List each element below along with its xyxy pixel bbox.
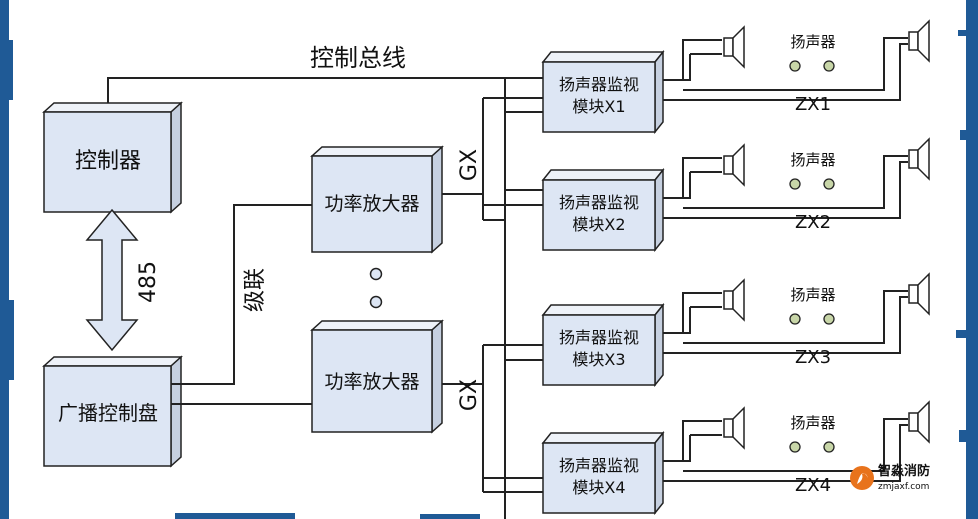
indicator-dot-2b [823,178,835,190]
broadcast-panel-label: 广播控制盘 [58,401,158,425]
speaker-left-4-icon [723,406,745,450]
speaker-label-4: 扬声器 [790,414,835,432]
speaker-left-2-icon [723,143,745,187]
speaker-label-1: 扬声器 [790,33,835,51]
zone-wiring-1 [663,37,908,101]
zone-label-1: ZX1 [795,94,831,115]
speaker-right-1-icon [908,19,930,63]
zone-label-3: ZX3 [795,347,831,368]
module-x2-id: 模块X2 [572,215,625,234]
link-485-label: 485 [136,261,161,303]
broadcast-control-panel-box: 广播控制盘 [42,355,183,468]
amplifier-box-2: 功率放大器 [310,319,444,434]
module-x2-title: 扬声器监视 [559,193,639,212]
modules-layer: 扬声器监视模块X1扬声器ZX1扬声器监视模块X2扬声器ZX2扬声器监视模块X3扬… [541,19,930,516]
ellipsis-dot-2 [369,295,383,309]
indicator-dot-3a [789,313,801,325]
zone-wiring-4 [663,418,908,482]
controller-box: 控制器 [42,101,183,214]
module-x3-title: 扬声器监视 [559,328,639,347]
amplifier-1-label: 功率放大器 [324,193,419,215]
zone-label-4: ZX4 [795,475,831,496]
zone-wiring-3 [663,290,908,354]
zone-label-2: ZX2 [795,212,831,233]
indicator-dot-4b [823,441,835,453]
module-x1-title: 扬声器监视 [559,75,639,94]
watermark-url: zmjaxf.com [878,482,929,492]
speaker-left-1-icon [723,25,745,69]
watermark-name: 智淼消防 [878,463,930,479]
cascade-label: 级联 [243,268,268,312]
ellipsis-dot-1 [369,267,383,281]
control-bus [107,77,543,112]
watermark-logo: 智淼消防 zmjaxf.com [850,463,930,492]
zone-wiring-2 [663,155,908,219]
cascade-wiring [171,204,312,405]
link-485-arrow [85,208,139,352]
speaker-right-4-icon [908,400,930,444]
gx-label-2: GX [457,379,482,411]
indicator-dot-2a [789,178,801,190]
speaker-right-2-icon [908,137,930,181]
indicator-dot-3b [823,313,835,325]
indicator-dot-4a [789,441,801,453]
speaker-left-3-icon [723,278,745,322]
module-x4-id: 模块X4 [572,478,625,497]
indicator-dot-1b [823,60,835,72]
amplifier-box-1: 功率放大器 [310,145,444,254]
right-border-decoration [956,0,978,519]
control-bus-label: 控制总线 [310,44,406,72]
gx-label-1: GX [457,149,482,181]
amplifier-2-label: 功率放大器 [324,371,419,393]
bottom-border-decoration [175,513,480,519]
indicator-dot-1a [789,60,801,72]
module-x4-title: 扬声器监视 [559,456,639,475]
module-x3-id: 模块X3 [572,350,625,369]
speaker-label-3: 扬声器 [790,286,835,304]
module-x1-id: 模块X1 [572,97,625,116]
speaker-right-3-icon [908,272,930,316]
gx-wiring [442,78,543,519]
left-border-decoration [0,0,14,519]
speaker-label-2: 扬声器 [790,151,835,169]
controller-label: 控制器 [75,149,141,174]
